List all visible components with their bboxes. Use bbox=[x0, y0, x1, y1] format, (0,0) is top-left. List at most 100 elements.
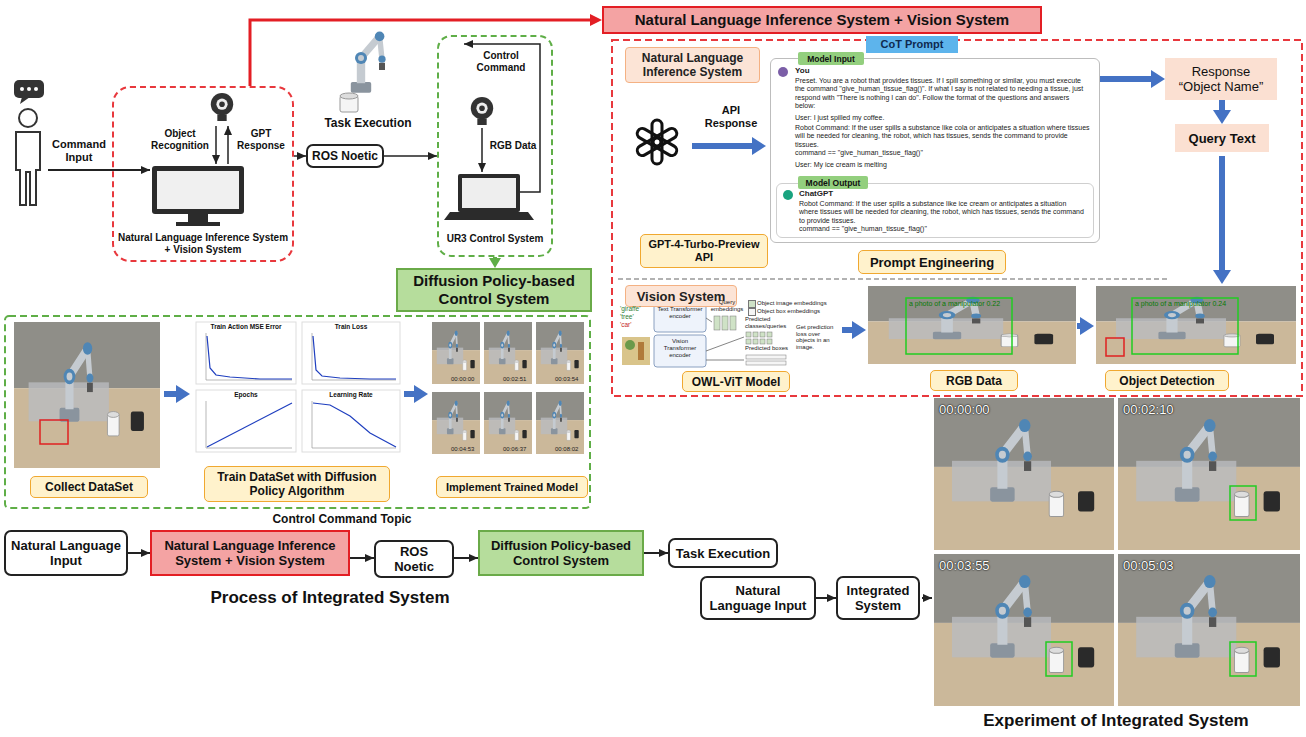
flow-arrows-part bbox=[164, 391, 180, 397]
computer-icons-part bbox=[176, 222, 220, 226]
caption-box: Collect DataSet bbox=[30, 476, 148, 498]
experiment-frames bbox=[934, 398, 1300, 706]
owl-vit-figure-part bbox=[714, 316, 720, 330]
section-caption: Experiment of Integrated System bbox=[932, 711, 1300, 731]
chart-title: Learning Rate bbox=[302, 391, 400, 399]
legend-text: Object box embeddings bbox=[757, 307, 820, 315]
ur3-robot bbox=[340, 32, 386, 112]
dataset-photo bbox=[14, 322, 160, 468]
owl-vit-figure-part bbox=[638, 342, 644, 360]
encoder-label: Vision Transformer encoder bbox=[655, 338, 705, 359]
camera-images-part bbox=[906, 298, 1012, 354]
connector bbox=[128, 552, 150, 554]
person-icon bbox=[14, 80, 44, 205]
owl-vit-figure-part bbox=[746, 332, 751, 337]
signal-arrows-part bbox=[48, 169, 150, 171]
node-text: Task Execution bbox=[676, 546, 770, 561]
node-text: Diffusion Policy-based Control System bbox=[484, 538, 638, 568]
process-box: Natural Language Input bbox=[700, 576, 816, 620]
training-charts-part bbox=[313, 336, 396, 379]
owl-vit-figure-part bbox=[767, 339, 772, 344]
caption-box: Object Detection bbox=[1105, 370, 1229, 391]
trained-model-frames-part bbox=[484, 392, 532, 454]
process-box: ROS Noetic bbox=[374, 540, 454, 578]
annotation: GPT Response bbox=[233, 128, 289, 152]
connector bbox=[493, 257, 497, 263]
annotation: Query embeddings bbox=[708, 299, 746, 313]
node-text: Natural Language Inference System + Visi… bbox=[156, 538, 344, 568]
signal-arrows-part bbox=[215, 126, 217, 164]
region-outlines-part bbox=[618, 278, 1168, 280]
process-box: Diffusion Policy-based Control System bbox=[396, 268, 592, 312]
training-charts-part bbox=[302, 390, 400, 452]
node-text: Natural Language Inference System bbox=[630, 51, 755, 79]
detection-label: a photo of a manipulator 0.22 bbox=[909, 300, 1009, 308]
node-text: Model Output bbox=[806, 178, 861, 188]
node-text: OWL-ViT Model bbox=[692, 375, 780, 389]
openai-logo-part bbox=[635, 127, 663, 149]
trained-model-frames-part bbox=[536, 322, 584, 384]
owl-vit-figure-part bbox=[746, 361, 786, 365]
process-box: Task Execution bbox=[668, 538, 778, 568]
camera-images-part bbox=[1096, 286, 1296, 364]
node-text: Diffusion Policy-based Control System bbox=[402, 272, 586, 308]
connector bbox=[250, 20, 598, 86]
openai-logo bbox=[635, 120, 678, 164]
connector bbox=[1219, 100, 1225, 114]
owl-vit-figure-part bbox=[730, 316, 736, 330]
timestamp: 00:02:10 bbox=[1123, 402, 1213, 417]
node-text: ROS Noetic bbox=[312, 149, 378, 163]
flow-label: Command Input bbox=[48, 138, 110, 164]
owl-vit-figure-part bbox=[654, 335, 706, 367]
person-icon-part bbox=[34, 87, 38, 91]
process-box: ROS Noetic bbox=[306, 144, 384, 168]
signal-arrows-part bbox=[922, 597, 932, 599]
annotation: RGB Data bbox=[488, 140, 538, 152]
detection-label: a photo of a manipulator 0.24 bbox=[1135, 300, 1235, 308]
owl-vit-figure-part bbox=[625, 340, 635, 350]
owl-vit-figure-part bbox=[753, 339, 758, 344]
training-charts-part bbox=[206, 333, 396, 448]
process-box: Natural Language Input bbox=[4, 530, 128, 576]
owl-vit-figure-part bbox=[706, 337, 744, 351]
computer-icons-part bbox=[458, 174, 520, 212]
node-text: RGB Data bbox=[946, 374, 1002, 388]
caption-box: OWL-ViT Model bbox=[682, 371, 790, 392]
dataset-photo-part bbox=[40, 420, 68, 444]
connector bbox=[1100, 76, 1155, 82]
flow-arrows-part bbox=[1219, 156, 1225, 274]
owl-vit-figure-part bbox=[760, 339, 765, 344]
signal-arrows-part bbox=[464, 44, 540, 192]
node-text: Natural Language Inference System + Visi… bbox=[635, 11, 1009, 29]
owl-vit-figure-part bbox=[722, 316, 728, 330]
ur3-robot-part bbox=[340, 93, 358, 99]
owl-vit-figure-part bbox=[706, 318, 712, 322]
node-text: Implement Trained Model bbox=[446, 481, 578, 494]
trained-model-frames-part bbox=[432, 322, 480, 384]
owl-vit-figure-part bbox=[760, 332, 765, 337]
flow-arrows-part bbox=[692, 143, 756, 149]
timestamp: 00:03:54 bbox=[555, 376, 583, 383]
training-charts-part bbox=[207, 336, 292, 379]
computer-icons-part bbox=[211, 93, 233, 121]
connector bbox=[350, 557, 374, 559]
owl-vit-figure-part bbox=[767, 332, 772, 337]
chart-title: Train Loss bbox=[302, 323, 400, 331]
node-text: GPT-4-Turbo-Preview API bbox=[645, 238, 763, 264]
caption-box: RGB Data bbox=[930, 370, 1018, 391]
annotation: Predicted classes/queries bbox=[745, 316, 803, 329]
node-text: Prompt Engineering bbox=[870, 255, 994, 270]
flow-arrows-part bbox=[404, 391, 418, 397]
trained-model-frames-part bbox=[484, 322, 532, 384]
experiment-frames-part bbox=[1230, 486, 1256, 520]
caption-box: Implement Trained Model bbox=[436, 476, 588, 498]
person-icon-part bbox=[27, 87, 31, 91]
section-label: Natural Language Inference System bbox=[625, 47, 760, 83]
node-text: Natural Language Input bbox=[706, 583, 810, 613]
person-icon-part bbox=[20, 87, 24, 91]
title-box: Natural Language Inference System + Visi… bbox=[602, 6, 1042, 34]
legend-swatch bbox=[748, 300, 756, 308]
